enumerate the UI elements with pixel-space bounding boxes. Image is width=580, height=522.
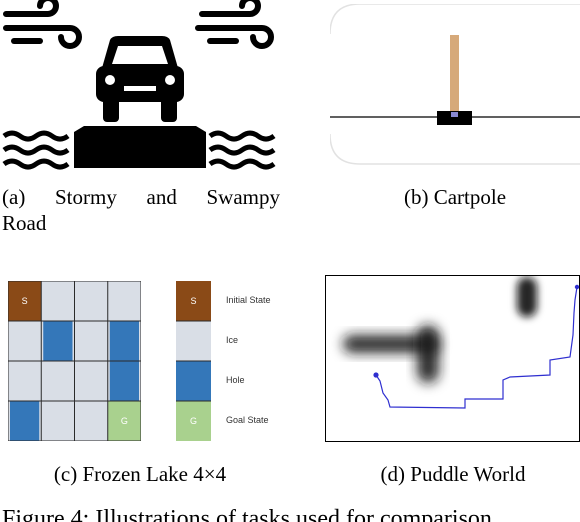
caption-b: (b) Cartpole <box>403 185 507 209</box>
wind-icon-left <box>3 0 82 49</box>
figure-caption: Figure 4: Illustrations of tasks used fo… <box>2 506 492 522</box>
grid-cell <box>8 361 42 401</box>
legend-swatch <box>176 321 211 361</box>
caption-a-line1: (a) Stormy and Swampy <box>2 185 280 209</box>
grid-cell <box>10 401 40 441</box>
legend-swatch <box>176 401 211 441</box>
puddle-vertical-top <box>517 277 537 317</box>
caption-a-line2: Road <box>2 211 47 235</box>
cartpole-frame <box>330 4 580 165</box>
agent-path <box>375 286 578 409</box>
frozen-lake-legend-swatches: SG <box>176 281 211 441</box>
stormy-swampy-road-illustration <box>2 0 276 170</box>
wind-icon-right <box>195 0 274 49</box>
road-platform <box>74 126 206 168</box>
legend-label-ice: Ice <box>226 335 239 345</box>
path-end-point <box>574 284 580 290</box>
grid-cell <box>107 281 141 321</box>
path-start-point <box>373 372 379 378</box>
caption-a: (a) Stormy and Swampy Road <box>2 184 280 236</box>
pole <box>450 35 459 114</box>
legend-swatch <box>176 361 211 401</box>
pole-axle <box>451 112 458 117</box>
puddle-world-illustration <box>325 275 580 442</box>
grid-cell <box>43 321 73 361</box>
start-cell-label: S <box>22 296 28 306</box>
grid-cell <box>74 401 108 441</box>
puddle-world-frame <box>325 275 580 442</box>
frozen-lake-grid: SG <box>8 281 141 441</box>
cart <box>437 111 472 125</box>
goal-cell-label: G <box>121 416 128 426</box>
grid-cell <box>74 321 108 361</box>
grid-cell <box>41 281 75 321</box>
caption-d: (d) Puddle World <box>380 462 526 486</box>
cartpole-illustration <box>330 4 580 165</box>
caption-c: (c) Frozen Lake 4×4 <box>53 462 227 486</box>
grid-cell <box>41 401 75 441</box>
puddle-horizontal <box>343 335 439 353</box>
grid-cell <box>8 281 42 321</box>
legend-swatch <box>176 281 211 321</box>
grid-cell <box>109 321 139 361</box>
legend-swatch-letter: G <box>190 416 197 426</box>
legend-label-hole: Hole <box>226 375 245 385</box>
grid-cell <box>74 281 108 321</box>
grid-cell <box>74 361 108 401</box>
legend-label-initial-state: Initial State <box>226 295 271 305</box>
grid-cell <box>8 321 42 361</box>
legend-swatch-letter: S <box>190 296 196 306</box>
car-details <box>105 46 175 91</box>
grid-cell <box>107 401 141 441</box>
grid-cell <box>109 361 139 401</box>
grid-cell <box>41 361 75 401</box>
puddle-vertical-center <box>417 325 439 383</box>
legend-label-goal-state: Goal State <box>226 415 269 425</box>
water-waves-icon <box>2 130 276 170</box>
